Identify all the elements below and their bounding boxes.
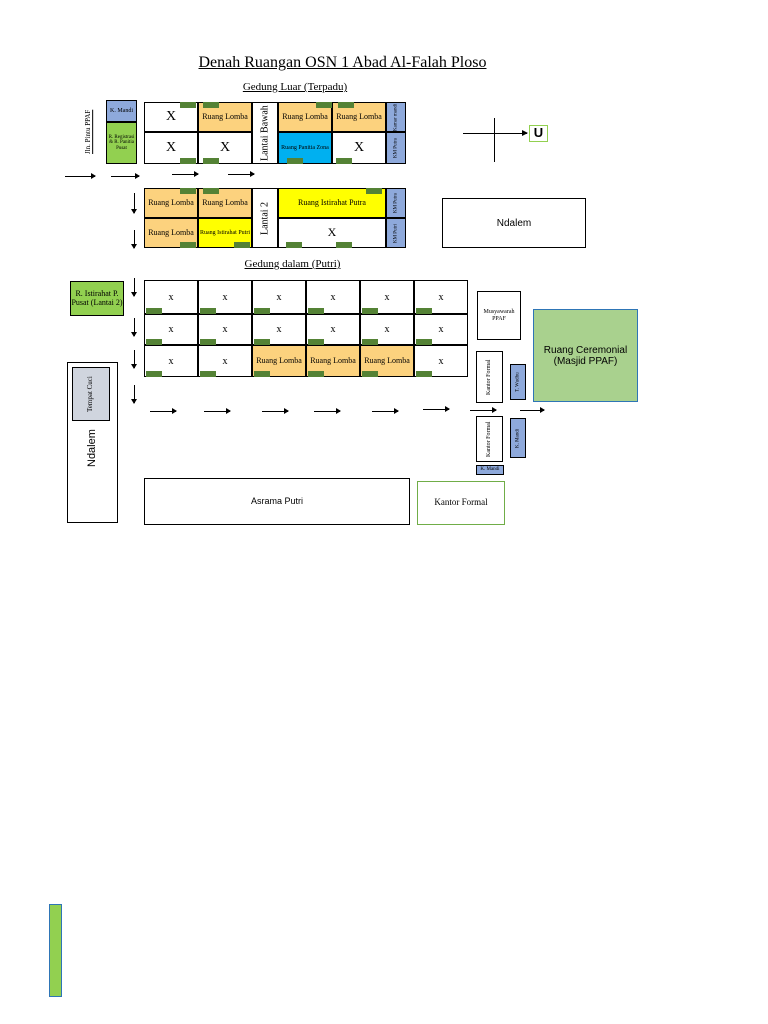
kantor-formal: Kantor Formal [476,351,503,403]
compass-vertical [494,118,495,162]
outer-building-heading: Gedung Luar (Terpadu) [242,80,348,93]
door [416,371,432,377]
door [203,102,219,108]
room-x: x [144,345,198,377]
ruang-istirahat-putri: Ruang Istirahat Putri [198,218,252,248]
door [180,188,196,194]
path-arrow-icon [470,407,497,413]
ruang-istirahat-putra: Ruang Istirahat Putra [278,188,386,218]
ruang-lomba: Ruang Lomba [278,102,332,132]
door [316,102,332,108]
door [336,242,352,248]
compass-arrow [522,130,528,136]
decorative-bar [49,904,62,997]
km-putra: KM Putra [386,188,406,218]
km-putri: KM Putri [386,218,406,248]
ndalem-left-label: Ndalem [85,429,98,467]
inner-building-heading: Gedung dalam (Putri) [244,257,341,270]
door [338,102,354,108]
path-arrow-icon [131,230,137,249]
kantor-formal-bottom: Kantor Formal [417,481,505,525]
kantor-formal: Kantor Formal [476,416,503,462]
door [200,371,216,377]
path-arrow-icon [65,173,96,179]
door [180,102,196,108]
door [203,188,219,194]
door [286,242,302,248]
path-arrow-icon [150,408,177,414]
door [362,308,378,314]
door [180,242,196,248]
door [362,339,378,345]
door [146,371,162,377]
k-mandi-small: K. Mandi [476,465,504,475]
path-arrow-icon [172,171,199,177]
path-arrow-icon [204,408,231,414]
north-label: U [529,125,548,142]
path-arrow-icon [262,408,289,414]
ndalem-left: Ndalem [67,362,118,523]
page-title: Denah Ruangan OSN 1 Abad Al-Falah Ploso [198,54,487,72]
path-arrow-icon [372,408,399,414]
path-arrow-icon [423,406,450,412]
lantai-2-label: Lantai 2 [252,188,278,248]
k-mandi: K. Mandi [510,418,526,458]
door [146,339,162,345]
door [146,308,162,314]
compass-horizontal [463,133,527,134]
door [180,158,196,164]
tempat-cuci: Tempat Cuci [72,367,110,421]
door [254,371,270,377]
ndalem-right: Ndalem [442,198,586,248]
door [362,371,378,377]
door [308,308,324,314]
door [200,339,216,345]
tempat-wudhu: T. Wudhu [510,364,526,400]
door [254,339,270,345]
room-x: x [198,345,252,377]
road-label: Jln. Pintu PPAF [84,109,93,155]
door [416,308,432,314]
path-arrow-icon [111,173,140,179]
path-arrow-icon [520,407,545,413]
path-arrow-icon [131,350,137,369]
kamar-mandi: Kamar mandi [386,102,406,132]
door [308,371,324,377]
path-arrow-icon [314,408,341,414]
door [254,308,270,314]
door [336,158,352,164]
lantai-bawah-label: Lantai Bawah [252,102,278,164]
door [200,308,216,314]
path-arrow-icon [131,278,137,297]
asrama-putri: Asrama Putri [144,478,410,525]
ruang-ceremonial: Ruang Ceremonial (Masjid PPAF) [533,309,638,402]
path-arrow-icon [228,171,255,177]
door [308,339,324,345]
door [416,339,432,345]
path-arrow-icon [131,318,137,337]
k-mandi-top: K. Mandi [106,100,137,122]
door [366,188,382,194]
km-putra: KM Putra [386,132,406,164]
path-arrow-icon [131,385,137,404]
ruang-lomba: Ruang Lomba [332,102,386,132]
registrasi-room: R. Registrasi & R. Panitia Pusat [106,122,137,164]
door [203,158,219,164]
door [287,158,303,164]
istirahat-pusat: R. Istirahat P. Pusat (Lantai 2) [70,281,124,316]
room-x: X [278,218,386,248]
door [234,242,250,248]
room-x: x [306,314,360,345]
musyawarah-room: Musyawarah PPAF [477,291,521,340]
path-arrow-icon [131,193,137,214]
